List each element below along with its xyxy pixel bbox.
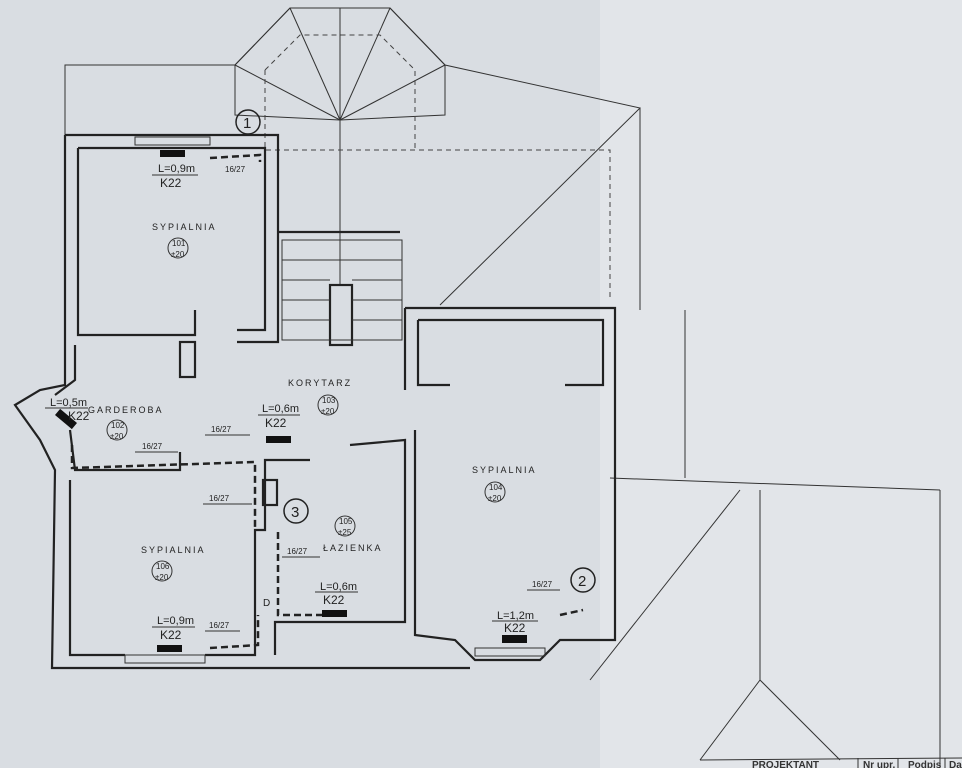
title-block: PROJEKTANT Nr upr. Podpis Da	[699, 757, 962, 768]
room-103: KORYTARZ 103 ±20	[288, 378, 352, 416]
staircase	[281, 239, 403, 341]
radiator-label: L=0,5m K22	[45, 397, 90, 423]
paper-fold	[600, 0, 962, 768]
svg-text:L=0,6m: L=0,6m	[320, 581, 357, 593]
room-106: SYPIALNIA 106 ±20	[141, 545, 206, 582]
marker-1: 1	[235, 109, 261, 135]
svg-text:±25: ±25	[338, 528, 352, 537]
svg-text:16/27: 16/27	[209, 494, 230, 503]
svg-text:K22: K22	[160, 176, 182, 190]
door-mark: D	[263, 598, 270, 609]
svg-text:±20: ±20	[321, 407, 335, 416]
radiator-label: L=0,6m K22	[315, 581, 358, 607]
marker-3: 3	[283, 498, 309, 524]
svg-text:105: 105	[339, 517, 353, 526]
svg-text:106: 106	[156, 562, 170, 571]
svg-text:K22: K22	[160, 628, 182, 642]
number-label: Nr upr.	[863, 760, 895, 768]
svg-text:102: 102	[111, 421, 125, 430]
radiator-label: L=1,2m K22	[492, 610, 538, 635]
signature-label: Podpis	[908, 760, 942, 768]
svg-text:L=0,9m: L=0,9m	[158, 163, 195, 175]
svg-text:L=0,6m: L=0,6m	[262, 403, 299, 415]
radiator-label: L=0,6m K22	[258, 403, 300, 430]
svg-text:K22: K22	[504, 621, 526, 635]
svg-text:16/27: 16/27	[211, 425, 232, 434]
room-name: SYPIALNIA	[141, 545, 206, 555]
room-name: ŁAZIENKA	[323, 543, 383, 553]
svg-text:16/27: 16/27	[532, 580, 553, 589]
svg-text:16/27: 16/27	[142, 442, 163, 451]
room-name: SYPIALNIA	[472, 465, 537, 475]
designer-label: PROJEKTANT	[752, 760, 819, 768]
room-105: ŁAZIENKA 105 ±25	[323, 515, 383, 553]
svg-text:104: 104	[489, 483, 503, 492]
svg-text:K22: K22	[68, 409, 90, 423]
room-name: KORYTARZ	[288, 378, 352, 388]
date-label: Da	[949, 760, 962, 768]
room-102: GARDEROBA 102 ±20	[88, 405, 164, 441]
svg-text:16/27: 16/27	[287, 547, 308, 556]
svg-text:L=1,2m: L=1,2m	[497, 610, 534, 622]
room-name: GARDEROBA	[88, 405, 164, 415]
marker-2: 2	[570, 567, 596, 593]
svg-text:3: 3	[291, 504, 299, 521]
svg-text:16/27: 16/27	[209, 621, 230, 630]
windows	[124, 136, 546, 664]
svg-text:K22: K22	[265, 416, 287, 430]
roof-outline	[64, 7, 941, 768]
svg-text:±20: ±20	[488, 494, 502, 503]
radiator-label: L=0,9m K22	[152, 615, 195, 642]
svg-text:±20: ±20	[155, 573, 169, 582]
svg-text:1: 1	[243, 115, 251, 132]
room-name: SYPIALNIA	[152, 222, 217, 232]
walls	[13, 133, 617, 670]
svg-text:K22: K22	[323, 593, 345, 607]
room-104: SYPIALNIA 104 ±20	[472, 465, 537, 503]
svg-text:±20: ±20	[171, 250, 185, 259]
svg-text:103: 103	[322, 396, 336, 405]
radiators	[55, 150, 527, 652]
room-101: SYPIALNIA 101 ±20	[152, 222, 217, 259]
svg-text:L=0,9m: L=0,9m	[157, 615, 194, 627]
svg-text:2: 2	[578, 573, 586, 590]
heating-pipes	[70, 153, 584, 650]
radiator-label: L=0,9m K22	[152, 163, 198, 190]
svg-text:16/27: 16/27	[225, 165, 246, 174]
svg-text:101: 101	[172, 239, 186, 248]
pipe-labels: 16/27 16/27 16/27 16/27 16/27 16/27 16/2…	[135, 165, 560, 632]
svg-text:L=0,5m: L=0,5m	[50, 397, 87, 409]
svg-text:±20: ±20	[110, 432, 124, 441]
